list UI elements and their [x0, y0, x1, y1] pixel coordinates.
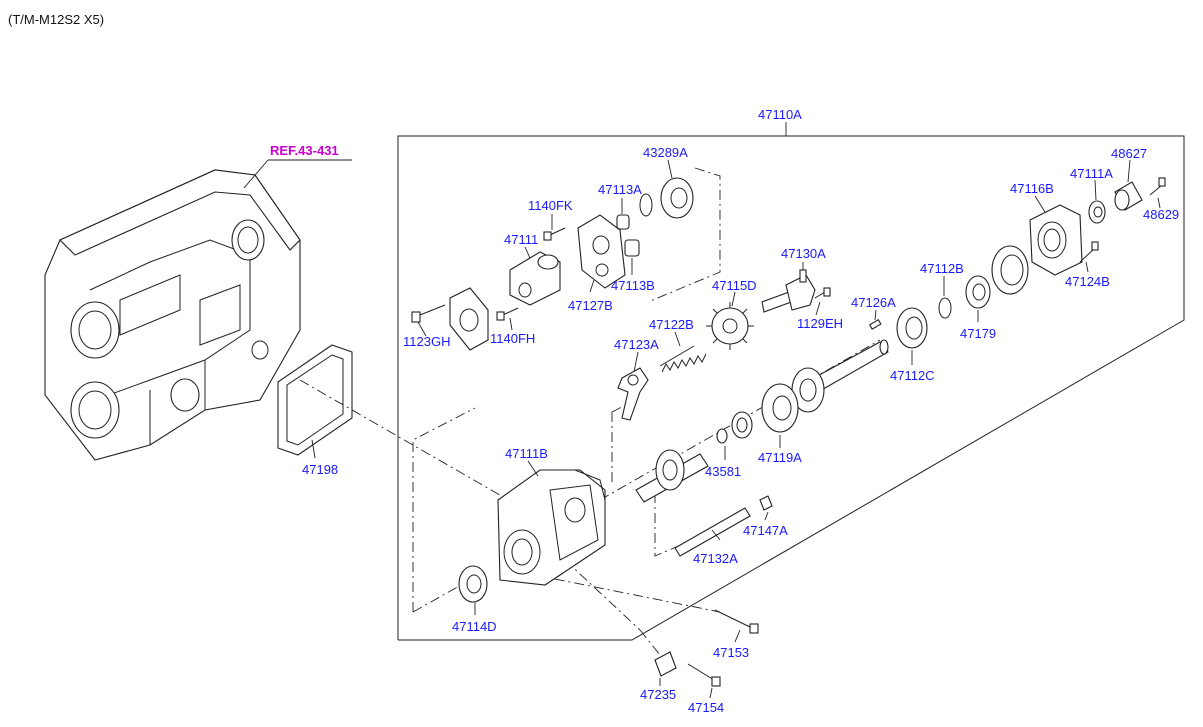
- bracket-47127B-drawing: [577, 214, 626, 289]
- shift-shaft-47132A-drawing: [674, 507, 751, 557]
- shift-lever-housing-drawing: [509, 251, 561, 306]
- label-47113B[interactable]: 47113B: [611, 278, 655, 293]
- pin-47113B-drawing: [624, 239, 640, 257]
- bolt-48629-drawing: [1149, 177, 1166, 196]
- label-47153[interactable]: 47153: [713, 645, 749, 660]
- needle-bearing-43581-drawing: [716, 411, 753, 444]
- assembly-frame: [397, 122, 1185, 641]
- label-47179[interactable]: 47179: [960, 326, 996, 341]
- gasket-drawing: [277, 344, 353, 456]
- label-47122B[interactable]: 47122B: [649, 317, 694, 332]
- label-1123GH[interactable]: 1123GH: [403, 334, 450, 349]
- ref-label-43-431[interactable]: REF.43-431: [270, 143, 339, 158]
- seal-47112C-drawing: [896, 307, 928, 349]
- label-47111A[interactable]: 47111A: [1070, 166, 1113, 181]
- pin-47126A-drawing: [868, 319, 882, 330]
- input-gear-shaft-drawing: [635, 449, 709, 503]
- spring-47122B-drawing: [659, 345, 707, 373]
- bolt-47153-drawing: [714, 609, 759, 634]
- label-47119A[interactable]: 47119A: [758, 450, 802, 465]
- bearing-47179-drawing: [965, 275, 991, 309]
- label-1129EH[interactable]: 1129EH: [797, 316, 843, 331]
- label-43581[interactable]: 43581: [705, 464, 741, 479]
- ring-47112B-drawing: [938, 297, 952, 319]
- cover-plate-drawing: [449, 287, 489, 351]
- bolt-1123GH-drawing: [411, 304, 446, 323]
- label-47115D[interactable]: 47115D: [712, 278, 757, 293]
- pin-47147A-drawing: [759, 495, 773, 511]
- label-47112C[interactable]: 47112C: [890, 368, 935, 383]
- bracket-47235-drawing: [654, 651, 677, 677]
- main-housing-47111B-drawing: [497, 469, 606, 586]
- label-47123A[interactable]: 47123A: [614, 337, 659, 352]
- label-47114D[interactable]: 47114D: [452, 619, 497, 634]
- gear-47115D-drawing: [706, 302, 754, 350]
- label-1140FH[interactable]: 1140FH: [490, 331, 535, 346]
- transmission-case-drawing: [44, 169, 301, 461]
- label-47132A[interactable]: 47132A: [693, 551, 738, 566]
- output-shaft-drawing: [791, 339, 889, 413]
- bolt-1140FK-drawing: [543, 227, 566, 241]
- bolt-1129EH-drawing: [814, 287, 831, 299]
- bearing-47114D-drawing: [458, 565, 488, 603]
- bolt-1140FH-drawing: [496, 307, 519, 321]
- label-47113A[interactable]: 47113A: [598, 182, 642, 197]
- label-47198[interactable]: 47198: [302, 462, 338, 477]
- pin-47113A-drawing: [616, 214, 630, 230]
- model-code-header: (T/M-M12S2 X5): [8, 12, 104, 27]
- bolt-47124B-drawing: [1079, 241, 1099, 263]
- shift-fork-47123A-drawing: [617, 367, 649, 421]
- washer-47111A-drawing: [1088, 200, 1106, 224]
- shift-rod-47130A-drawing: [761, 269, 816, 313]
- sleeve-48627-drawing: [1114, 181, 1143, 211]
- label-48629[interactable]: 48629: [1143, 207, 1179, 222]
- label-48627[interactable]: 48627: [1111, 146, 1147, 161]
- label-43289A[interactable]: 43289A: [643, 145, 688, 160]
- label-47127B[interactable]: 47127B: [568, 298, 613, 313]
- seal-ring-drawing: [991, 245, 1029, 295]
- label-47111B[interactable]: 47111B: [505, 446, 548, 461]
- bearing-43289A-drawing: [639, 177, 694, 219]
- label-47154[interactable]: 47154: [688, 700, 724, 715]
- label-47235[interactable]: 47235: [640, 687, 676, 702]
- label-47112B[interactable]: 47112B: [920, 261, 964, 276]
- label-47124B[interactable]: 47124B: [1065, 274, 1110, 289]
- housing-47116B-drawing: [1029, 204, 1083, 276]
- label-47110A[interactable]: 47110A: [758, 107, 802, 122]
- label-1140FK[interactable]: 1140FK: [528, 198, 573, 213]
- label-47116B[interactable]: 47116B: [1010, 181, 1054, 196]
- label-47130A[interactable]: 47130A: [781, 246, 826, 261]
- bolt-47154-drawing: [687, 663, 721, 687]
- gear-47119A-drawing: [761, 383, 799, 433]
- label-47147A[interactable]: 47147A: [743, 523, 788, 538]
- label-47126A[interactable]: 47126A: [851, 295, 896, 310]
- label-47111[interactable]: 47111: [504, 232, 538, 247]
- ref-leader: [243, 159, 269, 189]
